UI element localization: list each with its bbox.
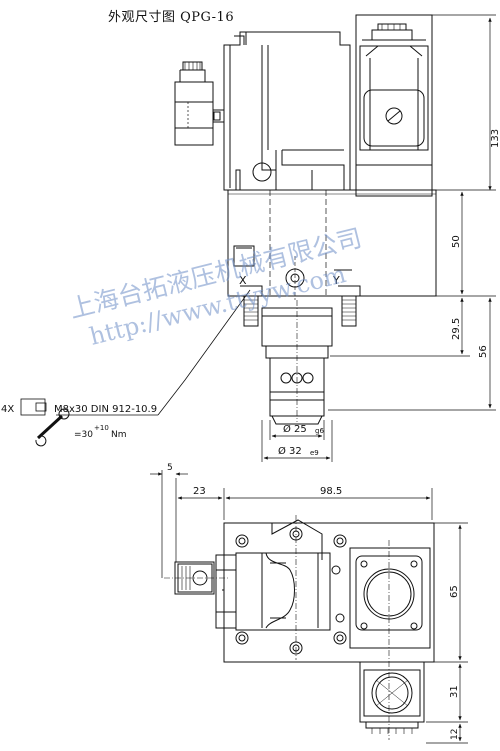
screw-torque-tol: +10 [94, 424, 109, 432]
dim-56: 56 [478, 345, 489, 358]
dim-d25-tol: g6 [315, 427, 324, 435]
dim-98-5: 98.5 [320, 486, 342, 497]
dim-29-5: 29.5 [451, 318, 462, 340]
screw-torque-unit: Nm [111, 430, 127, 440]
side-dimensions [261, 14, 496, 462]
dim-133: 133 [490, 129, 500, 148]
dim-5: 5 [167, 463, 173, 473]
screw-leader [20, 289, 251, 416]
dim-12: 12 [450, 729, 460, 740]
port-y-label: Y [332, 274, 340, 287]
dim-50: 50 [451, 235, 462, 248]
wrench-icon [35, 408, 70, 447]
dim-d32: Ø 32 [278, 445, 302, 457]
screw-torque: =30 [74, 430, 93, 440]
dim-65: 65 [449, 585, 460, 598]
dim-d32-tol: e9 [310, 449, 319, 457]
port-x-label: X [239, 274, 247, 287]
drawing-title: 外观尺寸图 QPG-16 [108, 10, 235, 25]
side-view [174, 14, 437, 425]
screw-spec: M8x30 DIN 912-10.9 [54, 404, 157, 415]
dim-31: 31 [449, 685, 460, 698]
dim-23: 23 [193, 486, 206, 497]
top-view [164, 515, 435, 740]
dim-d25: Ø 25 [283, 423, 307, 435]
screw-count: 4X [1, 404, 14, 415]
top-dimensions [150, 470, 468, 744]
